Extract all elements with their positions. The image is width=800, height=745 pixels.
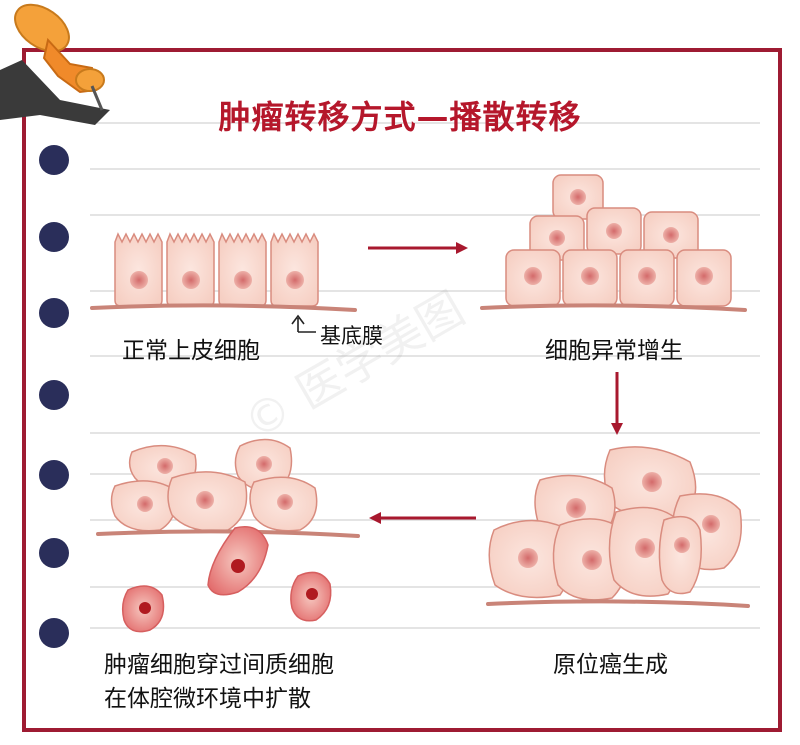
label-in-situ: 原位癌生成: [553, 652, 668, 678]
tumor-cell: [290, 571, 332, 622]
spread-cluster: [96, 438, 360, 633]
binder-dot: [39, 618, 69, 648]
hyperplasia-cluster: [480, 174, 747, 312]
label-spread-line1: 肿瘤细胞穿过间质细胞: [104, 652, 334, 678]
membrane-pointer: [291, 314, 316, 333]
hyperplasia-cell: [505, 249, 561, 307]
basement-membrane: [486, 599, 750, 608]
hyperplasia-cell: [619, 249, 675, 307]
binder-dots: [39, 145, 69, 648]
binder-dot: [39, 538, 69, 568]
in-situ-cell: [488, 519, 572, 599]
spread-cell: [249, 476, 318, 532]
label-hyperplasia: 细胞异常增生: [545, 338, 683, 364]
binder-dot: [39, 460, 69, 490]
tumor-cell: [207, 526, 269, 596]
normal-cell: [270, 232, 319, 307]
page-title: 肿瘤转移方式—播散转移: [218, 98, 582, 136]
hyperplasia-cell: [643, 211, 699, 259]
basement-membrane: [480, 303, 747, 312]
binder-dot: [39, 380, 69, 410]
in-situ-cell: [658, 515, 702, 595]
hyperplasia-cell: [529, 215, 585, 261]
basement-membrane: [90, 303, 357, 312]
label-basement-membrane: 基底膜: [320, 324, 383, 348]
normal-cell: [218, 232, 267, 307]
label-normal-epithelium: 正常上皮细胞: [122, 338, 260, 364]
tumor-cell: [121, 585, 165, 633]
pushpin-icon: [0, 3, 110, 125]
basement-membrane: [96, 529, 360, 538]
in-situ-cluster: [486, 446, 750, 608]
binder-dot: [39, 222, 69, 252]
hyperplasia-cell: [676, 249, 732, 307]
spread-cell: [167, 471, 248, 532]
hyperplasia-cell: [562, 249, 618, 307]
normal-epithelium: [90, 232, 357, 333]
binder-dot: [39, 145, 69, 175]
binder-dot: [39, 298, 69, 328]
normal-cell: [114, 232, 163, 307]
spread-cell: [110, 480, 177, 532]
hyperplasia-cell: [586, 207, 642, 255]
label-spread-line2: 在体腔微环境中扩散: [104, 686, 311, 712]
normal-cell: [166, 232, 215, 307]
